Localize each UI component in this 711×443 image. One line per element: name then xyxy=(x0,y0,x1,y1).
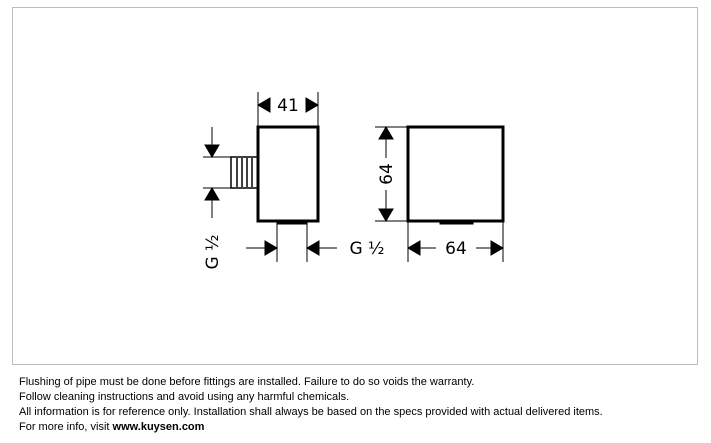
side-view xyxy=(203,92,337,262)
bottom-thread-label: G ½ xyxy=(349,239,384,259)
threaded-connector xyxy=(230,156,259,189)
front-view xyxy=(375,125,505,262)
front-width-label: 64 xyxy=(445,239,467,259)
dimension-thread-horizontal xyxy=(246,224,337,262)
note-more-info: For more info, visit www.kuysen.com xyxy=(19,420,603,435)
technical-drawing: 41 G ½ G ½ 64 64 xyxy=(203,92,505,270)
dimension-41 xyxy=(257,92,319,127)
front-height-label: 64 xyxy=(377,163,397,185)
more-info-text: For more info, visit xyxy=(19,421,113,433)
note-cleaning: Follow cleaning instructions and avoid u… xyxy=(19,391,350,403)
side-width-label: 41 xyxy=(277,96,299,116)
side-thread-label: G ½ xyxy=(203,234,223,269)
note-flushing: Flushing of pipe must be done before fit… xyxy=(19,376,475,388)
drawing-frame xyxy=(12,7,698,365)
notes: Flushing of pipe must be done before fit… xyxy=(19,375,603,435)
dimension-64-horizontal xyxy=(407,221,504,262)
dimension-64-vertical xyxy=(375,126,408,222)
website-link[interactable]: www.kuysen.com xyxy=(112,421,205,433)
note-reference: All information is for reference only. I… xyxy=(19,406,603,418)
dimension-thread-vertical xyxy=(203,127,231,218)
